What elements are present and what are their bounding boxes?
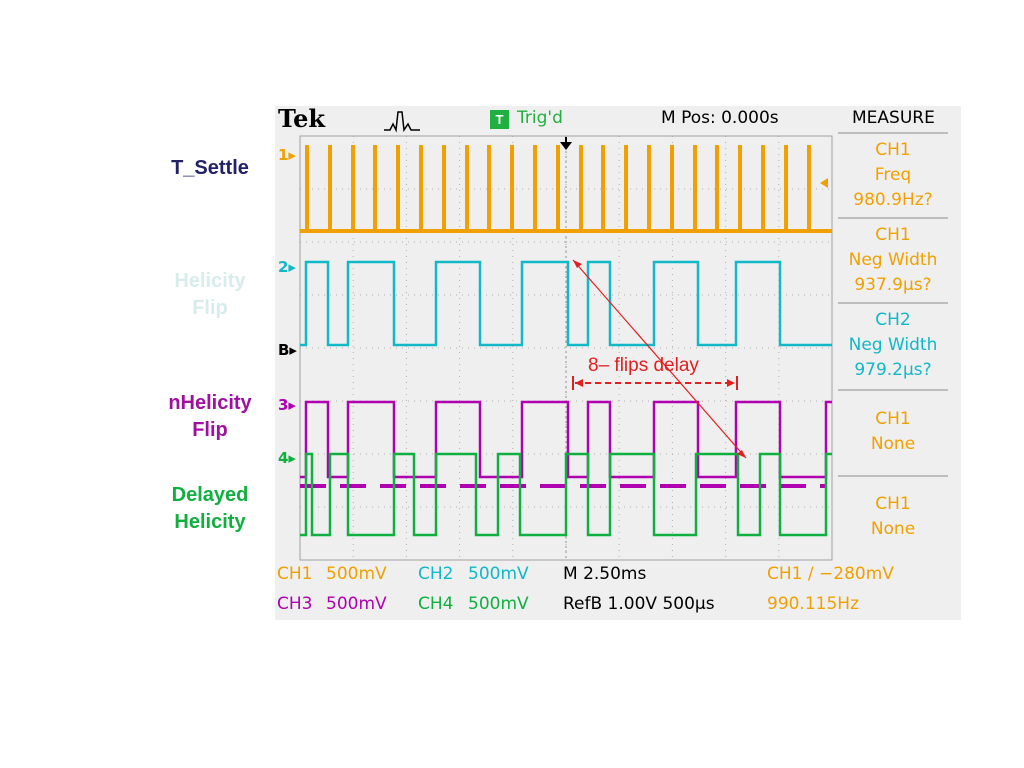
ch3-label: CH3 (277, 594, 313, 614)
ch2-scale: 500mV (468, 564, 529, 584)
label-helicity-line1: Helicity (174, 270, 246, 292)
measure-title: MEASURE (852, 108, 935, 128)
ch1-label: CH1 (277, 564, 313, 584)
measure-item-1-type: Freq (874, 165, 912, 185)
measure-separator (838, 217, 948, 219)
ch2-label: CH2 (418, 564, 454, 584)
trigger-frequency: 990.115Hz (767, 594, 860, 614)
measure-separator (838, 389, 948, 391)
measure-separator (838, 132, 948, 134)
tek-logo: Tek (278, 104, 326, 133)
measure-item-2-type: Neg Width (848, 250, 938, 270)
measure-item-4[interactable]: CH1 None (838, 407, 948, 457)
measure-item-5[interactable]: CH1 None (838, 492, 948, 542)
time-base: M 2.50ms (563, 564, 647, 584)
ch4-label: CH4 (418, 594, 454, 614)
trigger-status: Trig'd (517, 108, 563, 128)
label-nhelicity-flip: nHelicity Flip (135, 390, 285, 444)
refb-marker[interactable]: B▸ (278, 341, 297, 359)
ch4-marker[interactable]: 4▸ (278, 449, 296, 467)
measure-item-4-source: CH1 (875, 409, 911, 429)
measure-separator (838, 475, 948, 477)
measure-item-1-value: 980.9Hz? (853, 190, 933, 210)
measure-item-5-type: None (870, 519, 916, 539)
measure-item-5-source: CH1 (875, 494, 911, 514)
measure-item-3-source: CH2 (875, 310, 911, 330)
trigger-icon: T (490, 110, 509, 129)
label-nhelicity-line1: nHelicity (168, 392, 252, 414)
measure-item-4-type: None (870, 434, 916, 454)
measure-separator (838, 302, 948, 304)
measure-item-1-source: CH1 (875, 140, 911, 160)
measure-item-3-value: 979.2µs? (854, 360, 932, 380)
ch3-marker[interactable]: 3▸ (278, 396, 296, 414)
label-t-settle: T_Settle (171, 157, 249, 179)
m-position: M Pos: 0.000s (661, 108, 779, 128)
ch1-marker[interactable]: 1▸ (278, 146, 296, 164)
measure-item-2[interactable]: CH1 Neg Width 937.9µs? (838, 223, 948, 298)
label-delayed-line1: Delayed (171, 484, 249, 506)
trigger-setting: CH1 ∕ −280mV (767, 564, 894, 584)
measure-item-3-type: Neg Width (848, 335, 938, 355)
ch1-scale: 500mV (326, 564, 387, 584)
label-helicity-line2: Flip (192, 297, 228, 319)
measure-item-3[interactable]: CH2 Neg Width 979.2µs? (838, 308, 948, 383)
ch2-marker[interactable]: 2▸ (278, 258, 296, 276)
measure-item-1[interactable]: CH1 Freq 980.9Hz? (838, 138, 948, 213)
label-nhelicity-line2: Flip (192, 419, 228, 441)
label-helicity-flip: Helicity Flip (135, 268, 285, 322)
flips-delay-annotation: 8– flips delay (588, 355, 699, 376)
refb-setting: RefB 1.00V 500µs (563, 594, 715, 614)
label-delayed-line2: Helicity (174, 511, 246, 533)
measure-item-2-value: 937.9µs? (854, 275, 932, 295)
measure-item-2-source: CH1 (875, 225, 911, 245)
ch3-scale: 500mV (326, 594, 387, 614)
ch4-scale: 500mV (468, 594, 529, 614)
label-delayed-helicity: Delayed Helicity (135, 482, 285, 536)
